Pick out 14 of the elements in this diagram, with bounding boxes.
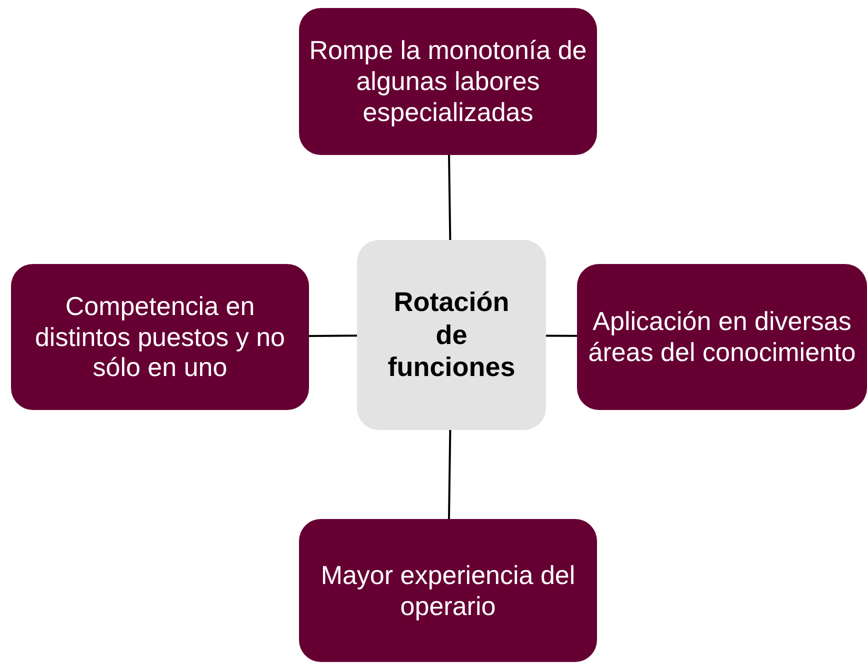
topic-box [577,264,867,410]
box-text: Mayor experiencia del operario [320,560,576,622]
box-text: Aplicación en diversas áreas del conocimiento [587,306,857,368]
topic-box [299,519,597,662]
topic-box [11,264,309,410]
box-text: Rotación de funciones [386,286,516,384]
topic-box [299,8,597,155]
connector-line [546,334,578,337]
central-topic-box [357,240,546,430]
box-text: Rompe la monotonía de algunas labores especializadas [308,35,588,128]
connector-line [309,334,357,337]
connector-line [448,430,452,520]
connector-line [448,154,452,240]
box-text: Competencia en distintos puestos y no sólo en uno [34,290,286,383]
